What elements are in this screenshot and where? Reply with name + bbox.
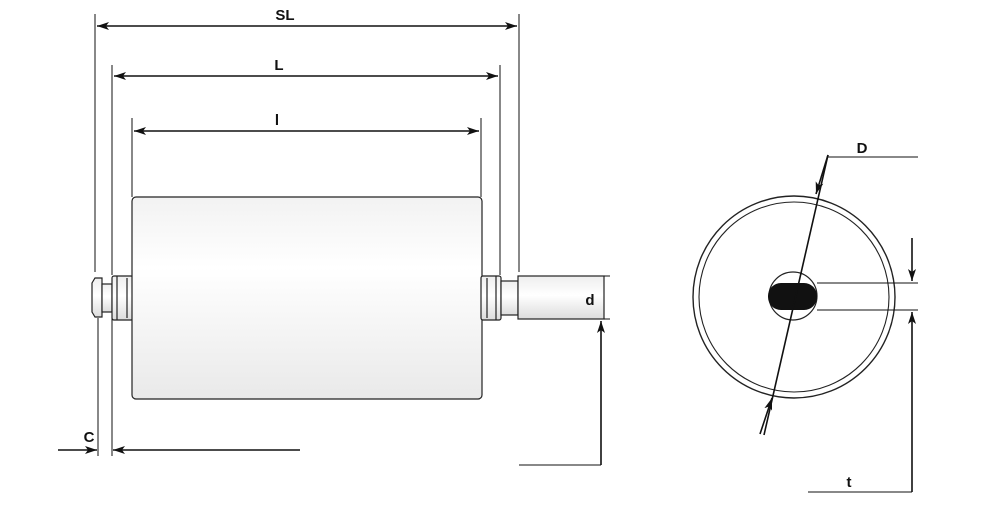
t-label: t [847,474,852,491]
left-shaft-collar [101,283,113,313]
sl-label: SL [275,7,294,24]
c-label: C [84,429,95,446]
right-bearing-housing [480,275,502,321]
d-large-label: D [857,140,868,157]
side-view: SL L l d C [58,7,610,466]
right-shaft-collar [500,280,519,316]
shaft-flat-section [768,283,817,310]
end-view: D t [692,140,918,493]
roller-tube [131,196,483,400]
right-shaft [517,275,605,320]
l-upper-label: L [274,57,283,74]
l-lower-label: l [275,112,279,129]
tube-inner-circle [698,201,890,393]
d-large-arrow-bottom [759,397,773,435]
left-bearing-housing [111,275,134,321]
d-large-arrow-top [815,154,829,195]
d-large-diagonal-line [763,154,829,436]
left-shaft-end [91,277,103,318]
d-small-label: d [585,292,594,309]
